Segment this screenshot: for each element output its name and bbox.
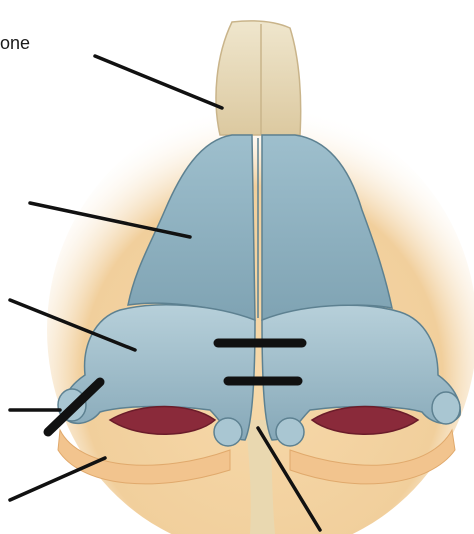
left-medial-crus — [214, 418, 242, 446]
right-accessory-cartilage — [432, 392, 460, 424]
leader-line-nasal-bone — [95, 56, 222, 108]
leader-line-fibrofatty-tissue — [10, 458, 105, 500]
nasal-bone-shape — [216, 21, 301, 135]
right-medial-crus — [276, 418, 304, 446]
label-nasal-bone: one — [0, 33, 30, 54]
